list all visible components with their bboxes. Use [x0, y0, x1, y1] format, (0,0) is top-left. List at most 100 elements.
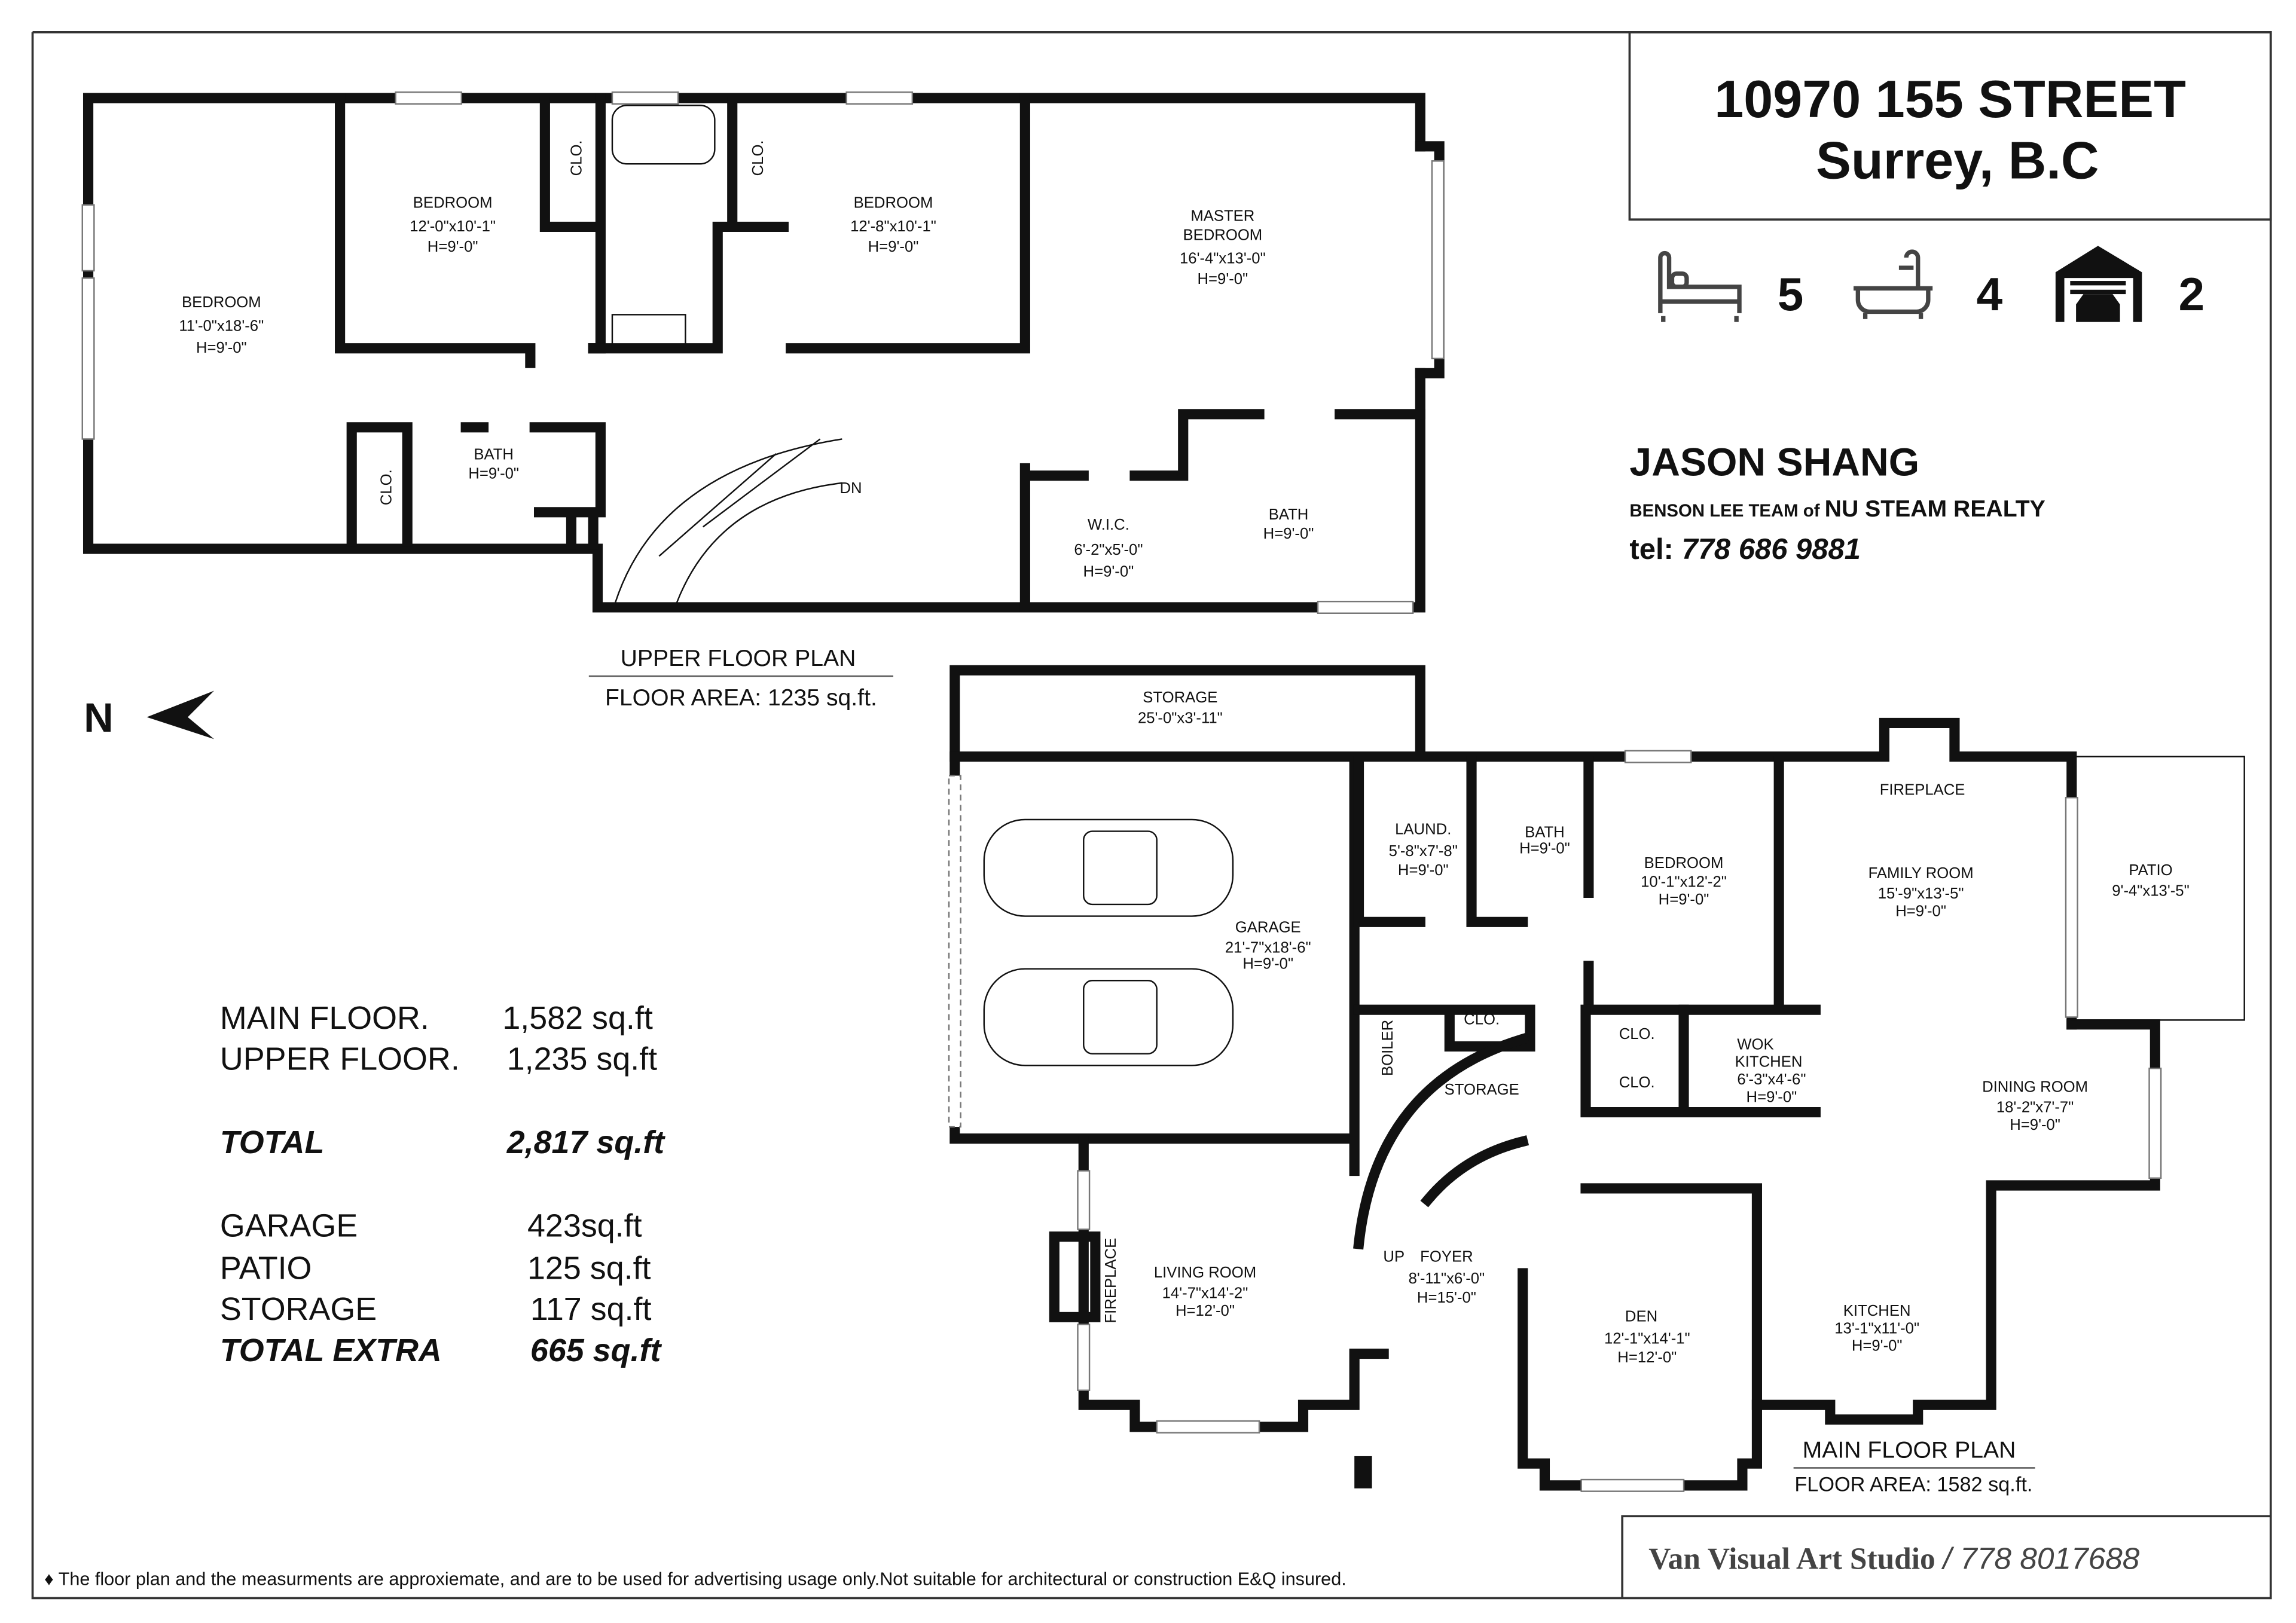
studio-credit: Van Visual Art Studio / 778 8017688 — [1648, 1541, 2140, 1576]
room-height: H=9'-0" — [1747, 1089, 1797, 1105]
room-height: H=9'-0" — [1242, 956, 1293, 973]
summary-value: 665 sq.ft — [530, 1332, 662, 1368]
car-icon — [983, 818, 1234, 917]
area-summary: MAIN FLOOR. 1,582 sq.ft UPPER FLOOR. 1,2… — [220, 1000, 665, 1368]
room-dims: 13'-1"x11'-0" — [1834, 1320, 1919, 1337]
studio-box — [1621, 1515, 2271, 1598]
bathroom-count: 4 — [1977, 268, 2003, 320]
room-dims: 25'-0"x3'-11" — [1138, 710, 1223, 726]
room-label: MASTER — [1190, 208, 1254, 225]
room-height: H=9'-0" — [468, 466, 519, 482]
disclaimer: ♦ The floor plan and the measurments are… — [44, 1569, 1347, 1589]
room-label: BEDROOM — [1644, 855, 1724, 872]
room-dims: 18'-2"x7'-7" — [1996, 1099, 2074, 1116]
address-box — [1628, 31, 2272, 221]
room-height: H=9'-0" — [1398, 862, 1449, 879]
room-label: PATIO — [2129, 862, 2172, 879]
room-label: KITCHEN — [1735, 1054, 1803, 1071]
room-height: H=9'-0" — [1263, 525, 1314, 542]
summary-label: TOTAL EXTRA — [220, 1332, 442, 1368]
summary-value: 1,235 sq.ft — [507, 1041, 657, 1077]
room-label: BEDROOM — [413, 195, 493, 212]
room-label: BATH — [1269, 506, 1309, 523]
team-prefix: BENSON LEE TEAM of — [1629, 501, 1819, 521]
room-dims: 5'-8"x7'-8" — [1389, 843, 1458, 860]
room-dims: 10'-1"x12'-2" — [1641, 874, 1727, 891]
summary-label: UPPER FLOOR. — [220, 1041, 460, 1077]
agent-phone: tel: 778 686 9881 — [1629, 533, 1861, 566]
summary-label: TOTAL — [220, 1124, 324, 1160]
room-label: LAUND. — [1395, 821, 1451, 838]
garage-count: 2 — [2178, 268, 2205, 320]
room-label: FAMILY ROOM — [1868, 865, 1974, 882]
room-dims: 14'-7"x14'-2" — [1162, 1285, 1248, 1302]
room-label: KITCHEN — [1843, 1303, 1911, 1319]
address-line-2: Surrey, B.C — [1816, 131, 2099, 190]
garage-icon — [2055, 246, 2142, 322]
room-label: DINING ROOM — [1982, 1078, 2088, 1095]
stair-up-label: UP — [1383, 1248, 1405, 1265]
bathtub-icon — [1854, 249, 1933, 319]
fireplace-label: FIREPLACE — [1880, 781, 1965, 798]
room-label: FOYER — [1420, 1248, 1473, 1265]
room-height: H=9'-0" — [1659, 891, 1709, 908]
bedroom-count: 5 — [1778, 268, 1804, 320]
room-height: H=9'-0" — [1519, 840, 1570, 857]
room-height: H=9'-0" — [1198, 271, 1248, 288]
room-height: H=9'-0" — [868, 239, 919, 255]
studio-name: Van Visual Art Studio — [1648, 1542, 1935, 1576]
main-floor-area: FLOOR AREA: 1582 sq.ft. — [1794, 1474, 2032, 1496]
room-label: BATH — [1525, 824, 1565, 840]
summary-label: PATIO — [220, 1251, 312, 1286]
room-height: H=9'-0" — [1083, 564, 1134, 580]
room-dims: 15'-9"x13'-5" — [1878, 885, 1964, 902]
room-label: BEDROOM — [854, 195, 933, 212]
room-label: GARAGE — [1235, 919, 1301, 936]
north-arrow-icon — [146, 690, 215, 739]
room-label: BEDROOM — [1183, 227, 1262, 243]
room-height: H=9'-0" — [2010, 1117, 2060, 1133]
room-label: DEN — [1625, 1309, 1657, 1325]
closet-label: CLO. — [1619, 1074, 1655, 1091]
upper-floor-plan: BEDROOM 11'-0"x18'-6" H=9'-0" BEDROOM 12… — [81, 91, 1445, 711]
upper-floor-area: FLOOR AREA: 1235 sq.ft. — [605, 685, 877, 711]
room-dims: 6'-3"x4'-6" — [1737, 1071, 1806, 1088]
room-label: W.I.C. — [1088, 516, 1129, 533]
room-dims: 11'-0"x18'-6" — [179, 317, 264, 334]
room-dims: 8'-11"x6'-0" — [1409, 1270, 1485, 1287]
bed-icon — [1658, 250, 1742, 322]
address-line-1: 10970 155 STREET — [1714, 69, 2186, 129]
main-floor-plan: STORAGE 25'-0"x3'-11" GARAGE 21'-7"x18'-… — [948, 665, 2245, 1496]
summary-value: 2,817 sq.ft — [506, 1124, 665, 1160]
room-label: BATH — [474, 447, 514, 463]
room-height: H=9'-0" — [428, 239, 478, 255]
room-label: LIVING ROOM — [1154, 1264, 1256, 1281]
room-dims: 6'-2"x5'-0" — [1074, 542, 1143, 558]
room-dims: 12'-1"x14'-1" — [1604, 1330, 1690, 1347]
closet-label: CLO. — [1464, 1011, 1500, 1028]
agent-name: JASON SHANG — [1629, 441, 1919, 485]
summary-value: 423sq.ft — [527, 1208, 642, 1244]
closet-label: CLO. — [1619, 1026, 1655, 1043]
upper-floor-title: UPPER FLOOR PLAN — [621, 646, 856, 671]
room-dims: 16'-4"x13'-0" — [1180, 250, 1266, 267]
room-height: H=9'-0" — [1895, 903, 1946, 920]
summary-value: 125 sq.ft — [527, 1251, 651, 1286]
main-floor-title: MAIN FLOOR PLAN — [1803, 1437, 2016, 1463]
room-height: H=9'-0" — [196, 340, 247, 356]
room-height: H=12'-0" — [1176, 1303, 1235, 1319]
summary-label: GARAGE — [220, 1208, 358, 1244]
stair-down-label: DN — [839, 480, 862, 497]
agent-team: BENSON LEE TEAM of NU STEAM REALTY — [1629, 496, 2045, 522]
storage-label: STORAGE — [1445, 1081, 1519, 1098]
room-label: STORAGE — [1143, 689, 1217, 706]
room-label: BEDROOM — [182, 294, 261, 311]
room-height: H=15'-0" — [1417, 1289, 1476, 1306]
brokerage: NU STEAM REALTY — [1825, 496, 2045, 522]
summary-value: 1,582 sq.ft — [502, 1000, 652, 1036]
room-dims: 9'-4"x13'-5" — [2112, 882, 2189, 899]
closet-label: CLO. — [569, 140, 585, 176]
room-dims: 21'-7"x18'-6" — [1225, 940, 1311, 956]
room-dims: 12'-0"x10'-1" — [410, 218, 496, 235]
